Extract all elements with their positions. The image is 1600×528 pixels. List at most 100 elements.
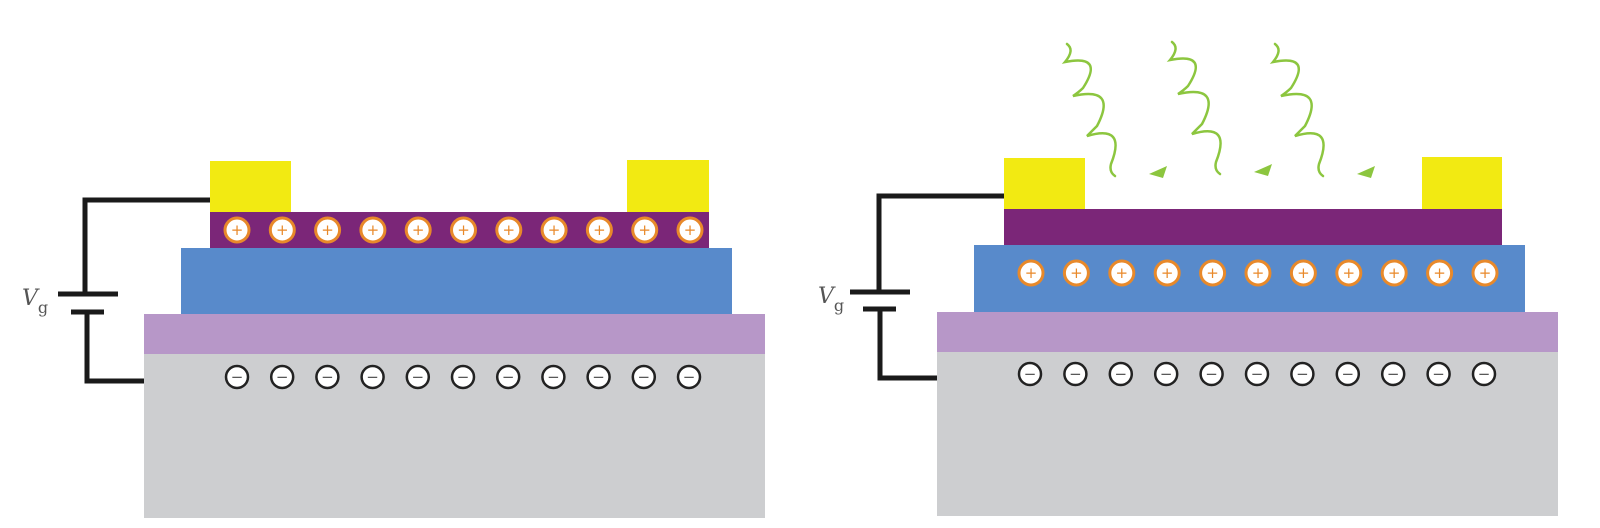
negative-charge: − <box>586 364 611 390</box>
positive-charge: + <box>1335 259 1363 287</box>
positive-charge: + <box>1199 259 1227 287</box>
gate-wire-bottom <box>84 312 144 384</box>
charge-symbol: + <box>684 221 697 239</box>
positive-charge: + <box>268 216 296 244</box>
blue-layer <box>181 248 732 314</box>
negative-charges: −−−−−−−−−−− <box>224 364 702 390</box>
positive-charge: + <box>223 216 251 244</box>
negative-charge: − <box>405 364 431 390</box>
charge-symbol: + <box>321 221 334 239</box>
charge-symbol: + <box>231 221 244 239</box>
charge-symbol: + <box>367 221 380 239</box>
negative-charges: −−−−−−−−−−− <box>1017 361 1497 387</box>
panel-illuminated: Vg + + + + + + + + + + + − − − − − − − − − − − <box>818 40 1558 516</box>
drain-electrode <box>1422 157 1502 209</box>
gate-wire <box>876 193 1004 292</box>
charge-symbol: + <box>412 221 425 239</box>
positive-charge: + <box>1426 259 1454 287</box>
gate-voltage-label: Vg <box>22 286 48 317</box>
photon-arrow <box>1061 42 1167 178</box>
gate-voltage-label: Vg <box>818 284 844 315</box>
charge-symbol: − <box>321 368 334 386</box>
positive-charge: + <box>1380 259 1408 287</box>
negative-charge: − <box>1335 361 1361 387</box>
charge-symbol: + <box>1161 264 1174 282</box>
negative-charge: − <box>315 364 340 390</box>
negative-charge: − <box>1380 361 1406 387</box>
negative-charge: − <box>1153 361 1179 387</box>
charge-symbol: + <box>276 221 289 239</box>
charge-symbol: − <box>1432 365 1445 383</box>
charge-symbol: + <box>1252 264 1265 282</box>
charge-symbol: + <box>1479 264 1492 282</box>
positive-charge: + <box>1017 259 1045 287</box>
positive-charge: + <box>359 216 387 244</box>
negative-charge: − <box>450 364 476 390</box>
charge-symbol: − <box>1205 365 1218 383</box>
photon-arrows <box>1061 40 1375 178</box>
charge-symbol: − <box>1342 365 1355 383</box>
dielectric-layer <box>937 312 1558 352</box>
charge-symbol: + <box>503 221 516 239</box>
gate-wire <box>82 197 210 294</box>
positive-charge: + <box>1244 259 1272 287</box>
charge-symbol: + <box>1297 264 1310 282</box>
charge-symbol: + <box>638 221 651 239</box>
positive-charge: + <box>1062 259 1090 287</box>
channel-layer <box>1004 209 1502 245</box>
charge-symbol: + <box>1388 264 1401 282</box>
photon-arrow <box>1269 42 1375 178</box>
charge-symbol: − <box>1024 365 1037 383</box>
gate-wire-bottom <box>877 309 937 381</box>
negative-charge: − <box>360 364 385 390</box>
source-electrode <box>1004 158 1085 209</box>
source-electrode <box>210 161 291 212</box>
charge-symbol: − <box>1069 365 1082 383</box>
charge-symbol: − <box>276 368 289 386</box>
positive-charges: + + + + + + + + + + + <box>223 216 704 244</box>
negative-charge: − <box>495 364 521 390</box>
charge-symbol: − <box>1115 365 1128 383</box>
charge-symbol: − <box>366 368 379 386</box>
charge-symbol: + <box>1070 264 1083 282</box>
charge-symbol: + <box>1025 264 1038 282</box>
negative-charge: − <box>1244 361 1270 387</box>
positive-charge: + <box>1108 259 1136 287</box>
photon-arrow <box>1166 40 1272 176</box>
charge-symbol: + <box>1433 264 1446 282</box>
negative-charge: − <box>541 364 566 390</box>
negative-charge: − <box>1017 361 1043 387</box>
negative-charge: − <box>1426 361 1451 387</box>
dielectric-layer <box>144 314 765 354</box>
charge-symbol: − <box>547 368 560 386</box>
charge-symbol: + <box>1206 264 1219 282</box>
positive-charge: + <box>676 216 704 244</box>
charge-symbol: − <box>1296 365 1309 383</box>
charge-symbol: − <box>1478 365 1491 383</box>
charge-symbol: + <box>593 221 606 239</box>
charge-symbol: − <box>502 368 515 386</box>
drain-electrode <box>627 160 709 212</box>
positive-charge: + <box>450 216 477 244</box>
charge-symbol: − <box>457 368 470 386</box>
negative-charge: − <box>1063 361 1088 387</box>
negative-charge: − <box>631 364 657 390</box>
positive-charge: + <box>540 216 568 244</box>
charge-symbol: − <box>1251 365 1264 383</box>
charge-symbol: − <box>592 368 605 386</box>
negative-charge: − <box>224 364 250 390</box>
charge-symbol: − <box>638 368 651 386</box>
negative-charge: − <box>1471 361 1497 387</box>
charge-symbol: − <box>412 368 425 386</box>
positive-charge: + <box>585 216 613 244</box>
positive-charge: + <box>1471 259 1499 287</box>
positive-charge: + <box>631 216 659 244</box>
negative-charge: − <box>1108 361 1134 387</box>
positive-charge: + <box>1289 259 1317 287</box>
charge-symbol: − <box>1160 365 1173 383</box>
charge-symbol: + <box>548 221 561 239</box>
negative-charge: − <box>676 364 702 390</box>
positive-charges: + + + + + + + + + + + <box>1017 259 1499 287</box>
negative-charge: − <box>1199 361 1224 387</box>
